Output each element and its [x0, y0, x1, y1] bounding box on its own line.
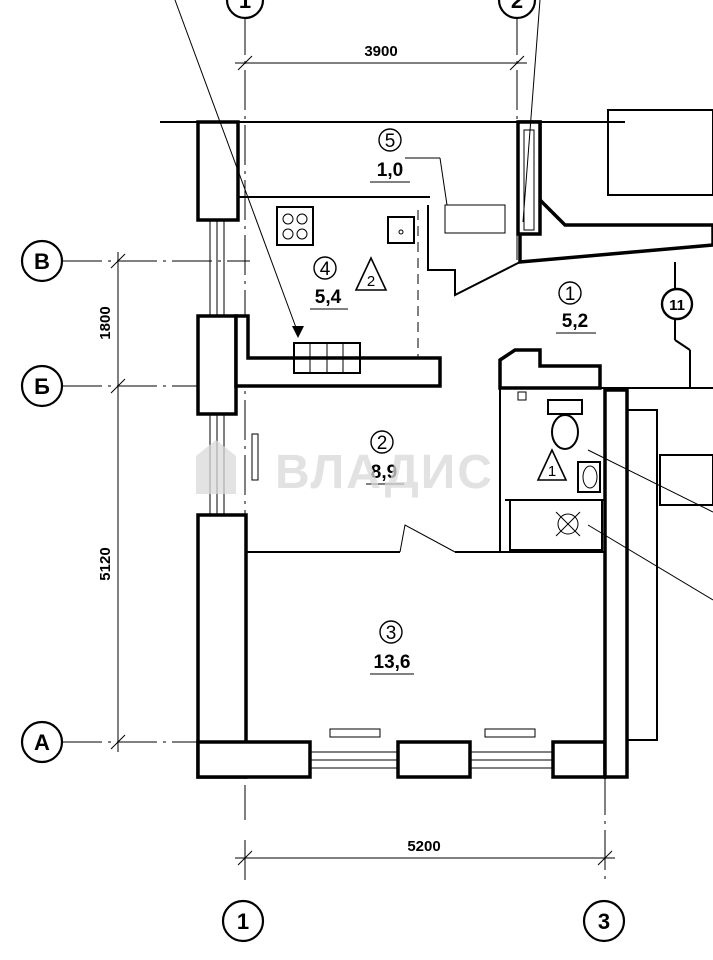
- svg-text:2: 2: [511, 0, 523, 13]
- svg-text:4: 4: [320, 259, 331, 280]
- triangle-marker-bath: 1: [536, 448, 568, 481]
- radiator-kitchen-icon: [293, 342, 361, 374]
- svg-text:3: 3: [386, 623, 397, 644]
- dimension-left-upper-label: 1800: [97, 306, 114, 339]
- watermark-text: ВЛАДИС: [275, 446, 494, 499]
- fixtures: [251, 204, 603, 551]
- dimension-top-label: 3900: [364, 43, 397, 60]
- svg-text:11: 11: [669, 297, 685, 314]
- dimension-bottom: 5200: [235, 838, 615, 880]
- room-label-2: 2 8,9: [366, 430, 404, 485]
- entry-door-icon: [427, 205, 521, 297]
- svg-text:1: 1: [237, 909, 249, 934]
- shower-icon: [509, 499, 603, 551]
- svg-text:5,4: 5,4: [315, 287, 342, 308]
- axis-marker-col-3-bottom: 3: [582, 899, 626, 943]
- axis-marker-row-b: Б: [20, 364, 64, 408]
- sink-icon: [387, 216, 415, 244]
- walls: [160, 109, 713, 779]
- dimension-left: 1800 5120: [97, 252, 126, 752]
- svg-text:Б: Б: [34, 374, 50, 399]
- room-label-1: 1 5,2: [556, 281, 596, 334]
- dimension-bottom-label: 5200: [407, 838, 440, 855]
- svg-text:1,0: 1,0: [377, 160, 403, 181]
- svg-text:1: 1: [565, 284, 576, 305]
- axis-marker-col-2-top: 2: [497, 0, 537, 20]
- watermark: ВЛАДИС: [196, 440, 494, 499]
- svg-text:1: 1: [548, 463, 556, 480]
- triangle-marker-kitchen: 2: [354, 256, 388, 291]
- stove-icon: [276, 206, 314, 246]
- svg-text:13,6: 13,6: [374, 652, 411, 673]
- room-label-5: 5 1,0: [370, 128, 410, 183]
- dimension-left-lower-label: 5120: [97, 547, 114, 580]
- svg-text:2: 2: [377, 433, 388, 454]
- watermark-logo-icon: [196, 440, 236, 494]
- room-label-3: 3 13,6: [370, 620, 414, 675]
- axis-marker-col-1-top: 1: [225, 0, 265, 20]
- svg-text:3: 3: [598, 909, 610, 934]
- radiator-room2-icon: [251, 433, 259, 481]
- room-label-4: 4 5,4: [310, 256, 348, 310]
- svg-text:1: 1: [239, 0, 251, 13]
- svg-text:5: 5: [385, 131, 396, 152]
- axis-marker-row-v: В: [20, 239, 64, 283]
- toilet-icon: [547, 399, 583, 450]
- axis-marker-col-1-bottom: 1: [221, 899, 265, 943]
- dimension-top: 3900: [235, 43, 527, 71]
- svg-text:5,2: 5,2: [562, 311, 588, 332]
- svg-text:8,9: 8,9: [371, 462, 397, 483]
- svg-text:В: В: [34, 249, 50, 274]
- svg-text:2: 2: [367, 273, 375, 290]
- circle-marker-11: 11: [660, 287, 694, 321]
- washbasin-icon: [577, 461, 601, 493]
- axis-marker-row-a: А: [20, 720, 64, 764]
- svg-text:А: А: [34, 730, 50, 755]
- leader-lines: [174, 0, 713, 601]
